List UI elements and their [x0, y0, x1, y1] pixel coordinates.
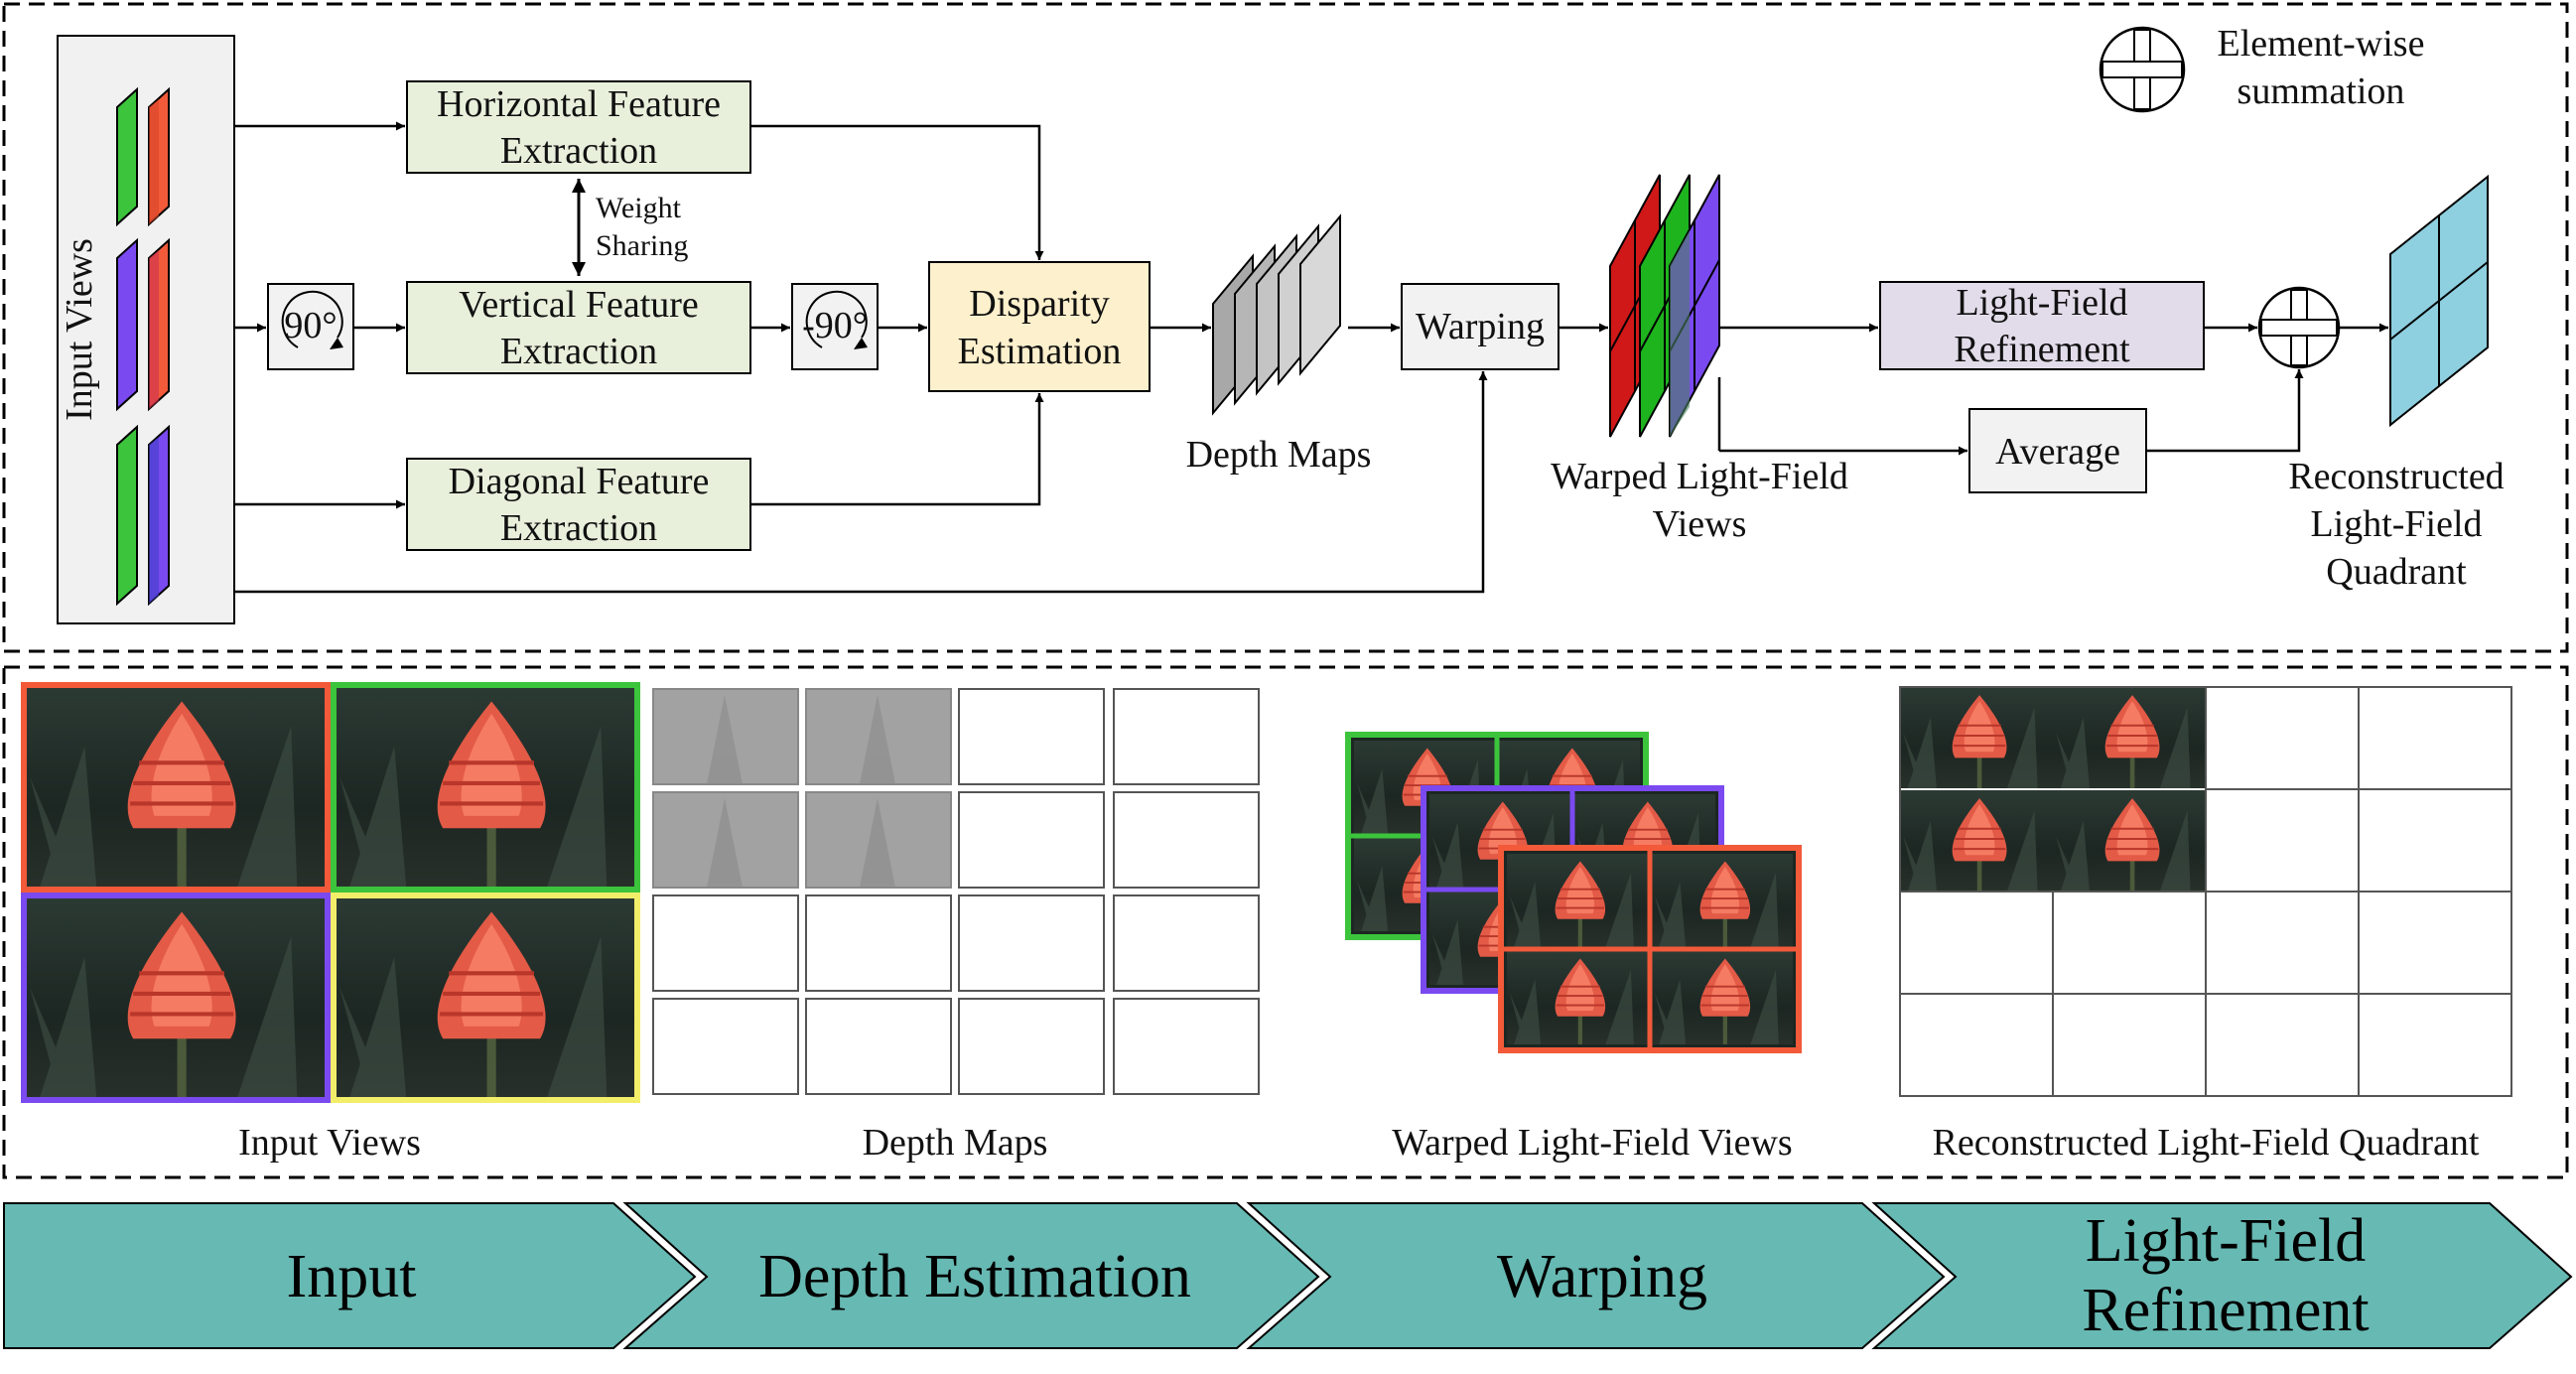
depth-maps-label: Depth Maps	[1186, 434, 1372, 476]
disparity-estimation-block	[928, 261, 1151, 392]
warping-label: Warping	[1416, 306, 1545, 347]
vertical-line2: Extraction	[500, 331, 657, 372]
average-block	[1968, 408, 2147, 493]
depth-maps-stack	[1212, 213, 1341, 416]
input-views-grid	[21, 682, 640, 1103]
diagonal-line2: Extraction	[500, 507, 657, 549]
depth-maps-grid	[652, 688, 1260, 1095]
input-pair-3	[116, 424, 170, 607]
rotate-cw-icon	[281, 290, 343, 348]
architecture-panel	[2, 2, 2569, 653]
warped-views-examples	[1345, 732, 1802, 1053]
stage-refinement-line2: Refinement	[2082, 1277, 2369, 1344]
vertical-feature-block	[406, 281, 751, 374]
average-label: Average	[1995, 431, 2120, 473]
caption-reconstructed: Reconstructed Light-Field Quadrant	[1933, 1122, 2480, 1164]
reconstructed-label-line3: Quadrant	[2326, 551, 2467, 593]
warped-label-line2: Views	[1653, 503, 1747, 545]
stage-depth-estimation	[622, 1202, 1320, 1349]
disparity-line2: Estimation	[958, 331, 1122, 372]
stage-banner: Input Depth Estimation Warping Light-Fie…	[3, 1202, 2573, 1349]
weight-sharing-line1: Weight	[596, 192, 682, 224]
reconstructed-label-line2: Light-Field	[2310, 503, 2482, 545]
caption-depth-maps: Depth Maps	[863, 1122, 1048, 1164]
reconstructed-quadrant-icon	[2389, 174, 2489, 428]
refinement-block	[1879, 281, 2205, 370]
warped-views-stack	[1609, 174, 1720, 438]
input-views-label: Input Views	[59, 238, 100, 421]
caption-input-views: Input Views	[238, 1122, 421, 1164]
input-pair-2	[116, 237, 170, 412]
disparity-line1: Disparity	[969, 283, 1109, 325]
stage-depth-label: Depth Estimation	[758, 1243, 1191, 1310]
input-arrows	[234, 121, 1488, 594]
rotate-ccw-icon	[805, 290, 868, 348]
vertical-line1: Vertical Feature	[459, 284, 699, 326]
refinement-line1: Light-Field	[1956, 282, 2127, 324]
rotate-minus-90-label: -90°	[802, 305, 868, 346]
summation-node	[2257, 286, 2341, 369]
weight-sharing-line2: Sharing	[596, 229, 688, 262]
stage-refinement-line1: Light-Field	[2086, 1207, 2366, 1275]
legend-line2: summation	[2237, 70, 2405, 112]
warping-block	[1401, 283, 1559, 370]
warped-label-line1: Warped Light-Field	[1551, 456, 1848, 497]
output-arrows	[1717, 323, 2388, 456]
rotate-90-label: 90°	[284, 305, 337, 346]
legend-summation-symbol	[2099, 26, 2186, 113]
stage-warping-label: Warping	[1497, 1243, 1707, 1310]
reconstructed-label-line1: Reconstructed	[2288, 456, 2504, 497]
diagonal-feature-block	[406, 458, 751, 551]
input-pair-1	[116, 86, 170, 227]
refinement-line2: Refinement	[1954, 329, 2130, 370]
stage-input-label: Input	[287, 1243, 417, 1310]
reconstructed-grid	[1899, 686, 2512, 1097]
horizontal-line2: Extraction	[500, 130, 657, 172]
stage-input	[3, 1202, 697, 1349]
horizontal-feature-block	[406, 80, 751, 174]
input-views-box	[57, 35, 235, 624]
examples-panel	[2, 665, 2569, 1179]
stage-warping	[1246, 1202, 1946, 1349]
horizontal-line1: Horizontal Feature	[437, 83, 721, 125]
stage-refinement	[1871, 1202, 2573, 1349]
caption-warped-views: Warped Light-Field Views	[1392, 1122, 1792, 1164]
legend-line1: Element-wise	[2218, 23, 2425, 65]
diagonal-line1: Diagonal Feature	[449, 461, 710, 502]
